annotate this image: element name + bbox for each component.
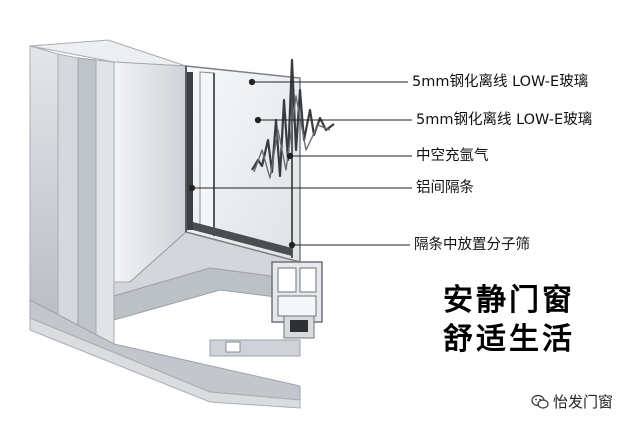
profile-end-cut (209, 261, 323, 357)
slogan-line-1: 安静门窗 (443, 283, 575, 318)
callout-outer-lowe-glass: 5mm钢化离线 LOW-E玻璃 (412, 74, 589, 90)
wechat-icon (531, 394, 549, 409)
outer-frame (29, 39, 301, 409)
sash-frame (113, 61, 301, 321)
sound-wave-graphic (251, 58, 335, 179)
callout-aluminium-spacer: 铝间隔条 (416, 180, 474, 196)
callout-molecular-sieve: 隔条中放置分子筛 (414, 237, 530, 253)
watermark: 怡发门窗 (531, 391, 613, 412)
callout-inner-lowe-glass: 5mm钢化离线 LOW-E玻璃 (416, 112, 593, 128)
callout-leaders (188, 78, 412, 249)
callout-argon-cavity: 中空充氩气 (416, 148, 489, 164)
watermark-text: 怡发门窗 (553, 393, 614, 411)
insulated-glass-unit (185, 65, 301, 263)
slogan-line-2: 舒适生活 (443, 322, 575, 357)
